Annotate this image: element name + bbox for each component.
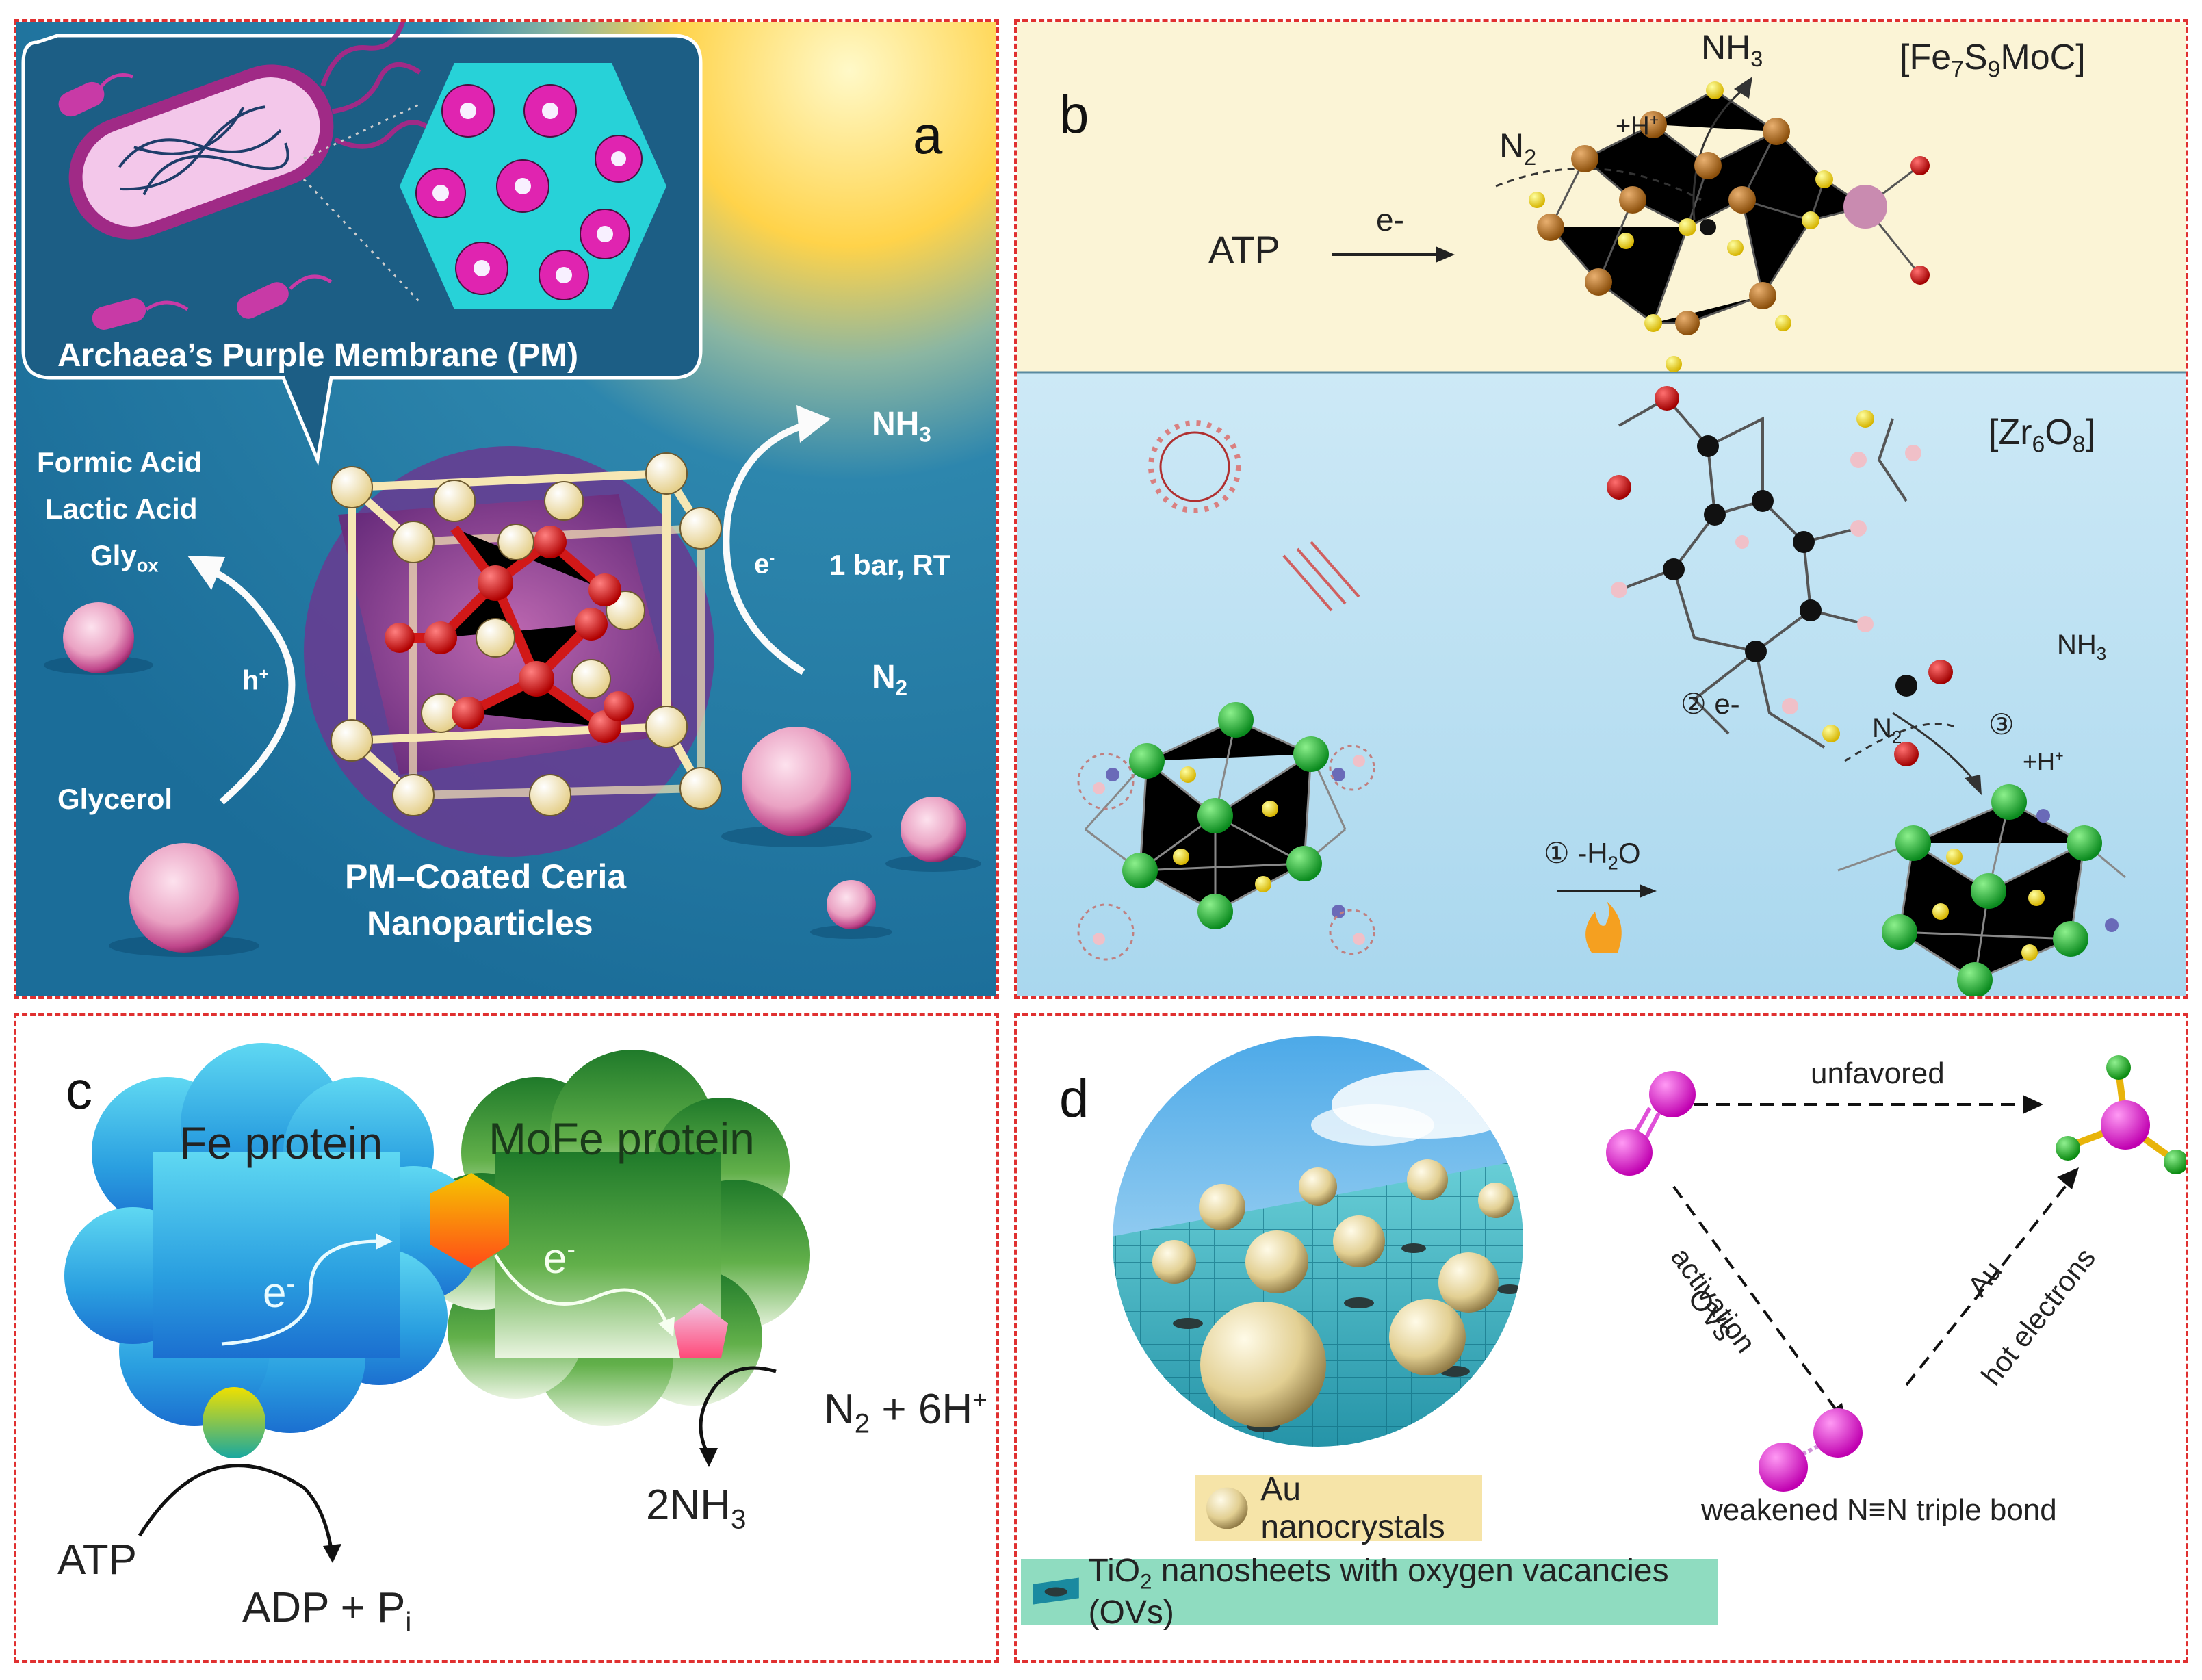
legend-tio2: TiO2 nanosheets with oxygen vacancies (O… xyxy=(1021,1553,1718,1631)
bubble-title: Archaea’s Purple Membrane (PM) xyxy=(57,337,579,374)
cluster-zr6o8: [Zr6O8] xyxy=(1989,413,2096,458)
panel-b: b [Fe7S9MoC] NH3 N2 +H+ ATP e- [Zr6O8] ②… xyxy=(1014,19,2188,999)
panel-c-letter: c xyxy=(66,1060,92,1120)
legend-au-text: Au nanocrystals xyxy=(1260,1471,1445,1545)
np-label-line2: Nanoparticles xyxy=(367,904,593,942)
n2-top: N2 xyxy=(1499,127,1537,170)
atp-label: ATP xyxy=(57,1536,137,1584)
flame-icon xyxy=(1585,901,1622,953)
panel-c-artwork xyxy=(64,1043,810,1563)
panel-d-letter: d xyxy=(1059,1068,1089,1128)
panel-b-letter: b xyxy=(1059,84,1089,144)
panel-a-letter: a xyxy=(913,105,943,165)
glycerol-label: Glycerol xyxy=(57,783,173,815)
h-top: +H+ xyxy=(1616,111,1659,141)
step2-label: ② e- xyxy=(1681,688,1740,720)
fe-protein-label: Fe protein xyxy=(179,1117,383,1168)
mofe-protein-label: MoFe protein xyxy=(489,1113,755,1164)
electron-fe: e- xyxy=(263,1269,295,1317)
h-bottom: +H+ xyxy=(2023,747,2064,775)
nh3-bottom: NH3 xyxy=(2057,630,2107,664)
panel-d: d unfavored OVs activation Au hot electr… xyxy=(1014,1013,2188,1663)
n2-bottom: N2 xyxy=(1872,713,1902,747)
nh3-product: 2NH3 xyxy=(646,1482,747,1535)
panel-c: c Fe protein MoFe protein e- e- N2 + 6H+… xyxy=(14,1013,999,1663)
step1-label: ① -H2O xyxy=(1544,837,1641,874)
np-label-line1: PM–Coated Ceria xyxy=(345,857,627,896)
legend-tio2-text: TiO2 nanosheets with oxygen vacancies (O… xyxy=(1088,1552,1669,1631)
au-sphere-icon xyxy=(1206,1487,1248,1529)
unfavored-label: unfavored xyxy=(1811,1057,1945,1090)
panel-a: a Archaea’s Purple Membrane (PM) Formic … xyxy=(14,19,999,999)
nh3-label: NH3 xyxy=(872,406,931,447)
n2-label: N2 xyxy=(872,659,908,700)
atp-top: ATP xyxy=(1208,228,1280,271)
electron-mofe: e- xyxy=(543,1235,575,1282)
tio2-sheet-icon xyxy=(1033,1577,1079,1605)
nh3-top: NH3 xyxy=(1701,28,1763,71)
product-formic-acid: Formic Acid xyxy=(37,446,203,478)
weakened-bond-label: weakened N≡N triple bond xyxy=(1701,1493,2057,1527)
panel-a-artwork xyxy=(16,22,996,996)
adp-label: ADP + Pi xyxy=(242,1584,412,1638)
hole-label: h+ xyxy=(242,665,269,696)
panel-b-artwork xyxy=(1017,22,2186,996)
electron-label: e- xyxy=(754,549,775,580)
panel-d-artwork xyxy=(1113,1036,2186,1492)
e-top: e- xyxy=(1376,202,1404,237)
product-glyox: Glyox xyxy=(90,539,159,576)
n2-equation: N2 + 6H+ xyxy=(824,1385,987,1439)
product-lactic-acid: Lactic Acid xyxy=(45,493,198,525)
cluster-femoc: [Fe7S9MoC] xyxy=(1900,38,2086,83)
sun-icon xyxy=(1148,420,1241,513)
step3-label: ③ xyxy=(1989,708,2015,740)
conditions-label: 1 bar, RT xyxy=(829,549,951,581)
legend-au: Au nanocrystals xyxy=(1195,1471,1482,1545)
